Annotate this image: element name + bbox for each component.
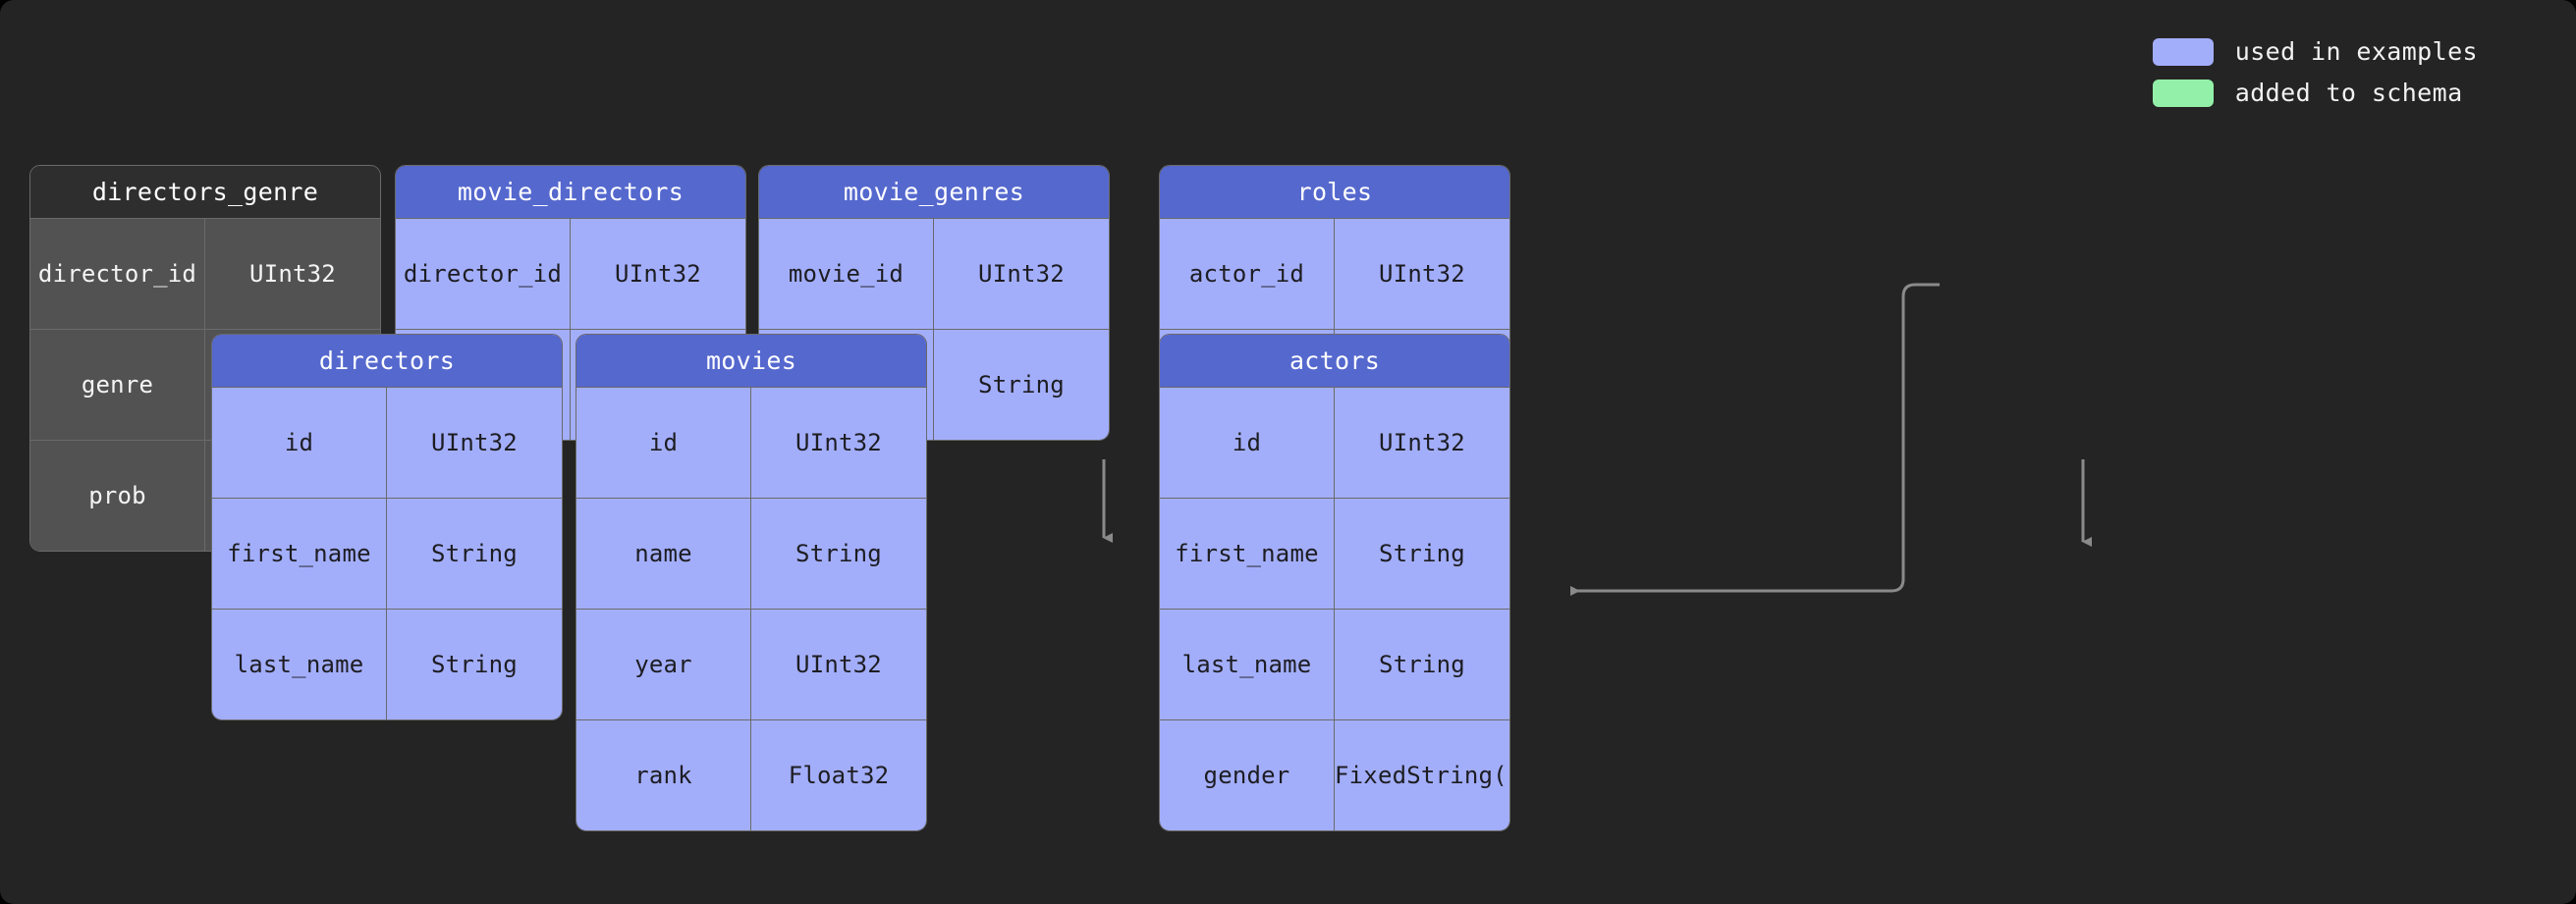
table-row[interactable]: name String: [576, 498, 926, 609]
column-type-year: UInt32: [795, 651, 882, 678]
table-title-movie_directors: movie_directors: [396, 166, 745, 218]
column-type-id: UInt32: [1379, 429, 1465, 456]
column-name-id: id: [1160, 388, 1335, 498]
table-row[interactable]: rank Float32: [576, 719, 926, 830]
column-type-first_name: String: [431, 540, 518, 567]
table-row[interactable]: id UInt32: [1160, 387, 1509, 498]
column-type-id: UInt32: [795, 429, 882, 456]
column-name-actor_id: actor_id: [1160, 219, 1335, 329]
column-type-last_name: String: [1379, 651, 1465, 678]
column-type-first_name: String: [1379, 540, 1465, 567]
table-row[interactable]: id UInt32: [576, 387, 926, 498]
column-name-director_id: director_id: [396, 219, 571, 329]
column-name-id: id: [212, 388, 387, 498]
column-name-id: id: [576, 388, 751, 498]
table-row[interactable]: id UInt32: [212, 387, 562, 498]
column-name-last_name: last_name: [212, 610, 387, 719]
table-row[interactable]: director_id UInt32: [30, 218, 380, 329]
table-title-directors_genre: directors_genre: [30, 166, 380, 218]
table-row[interactable]: movie_id UInt32: [759, 218, 1109, 329]
table-row[interactable]: year UInt32: [576, 609, 926, 719]
column-name-name: name: [576, 499, 751, 609]
column-name-movie_id: movie_id: [759, 219, 934, 329]
column-type-gender: FixedString(1): [1335, 762, 1509, 789]
table-row[interactable]: last_name String: [212, 609, 562, 719]
legend: used in examples added to schema: [2152, 37, 2478, 107]
table-title-movies: movies: [576, 335, 926, 387]
column-name-year: year: [576, 610, 751, 719]
column-type-id: UInt32: [431, 429, 518, 456]
column-type-director_id: UInt32: [249, 260, 336, 288]
column-type-genre: String: [978, 371, 1065, 399]
column-type-last_name: String: [431, 651, 518, 678]
legend-label-used-in-examples: used in examples: [2234, 37, 2478, 66]
legend-swatch-used-in-examples: [2152, 37, 2214, 66]
column-name-genre: genre: [30, 330, 205, 440]
legend-swatch-added-to-schema: [2152, 79, 2214, 107]
table-title-roles: roles: [1160, 166, 1509, 218]
column-type-director_id: UInt32: [615, 260, 701, 288]
connector-roles-to-movies: [1570, 283, 1940, 596]
column-name-director_id: director_id: [30, 219, 205, 329]
column-type-name: String: [795, 540, 882, 567]
table-row[interactable]: first_name String: [212, 498, 562, 609]
table-directors_genre[interactable]: directors_genredirector_idUInt32genreStr…: [29, 165, 381, 552]
table-row[interactable]: actor_id UInt32: [1160, 218, 1509, 329]
legend-item-added-to-schema: added to schema: [2152, 79, 2478, 107]
column-name-last_name: last_name: [1160, 610, 1335, 719]
column-type-rank: Float32: [788, 762, 890, 789]
table-row[interactable]: director_id UInt32: [396, 218, 745, 329]
column-type-actor_id: UInt32: [1379, 260, 1465, 288]
table-title-directors: directors: [212, 335, 562, 387]
table-row[interactable]: last_name String: [1160, 609, 1509, 719]
column-name-first_name: first_name: [212, 499, 387, 609]
column-name-prob: prob: [30, 441, 205, 551]
column-type-movie_id: UInt32: [978, 260, 1065, 288]
legend-label-added-to-schema: added to schema: [2234, 79, 2463, 107]
table-row[interactable]: first_name String: [1160, 498, 1509, 609]
column-name-gender: gender: [1160, 720, 1335, 830]
legend-item-used-in-examples: used in examples: [2152, 37, 2478, 66]
table-title-movie_genres: movie_genres: [759, 166, 1109, 218]
column-name-rank: rank: [576, 720, 751, 830]
column-name-first_name: first_name: [1160, 499, 1335, 609]
table-title-actors: actors: [1160, 335, 1509, 387]
